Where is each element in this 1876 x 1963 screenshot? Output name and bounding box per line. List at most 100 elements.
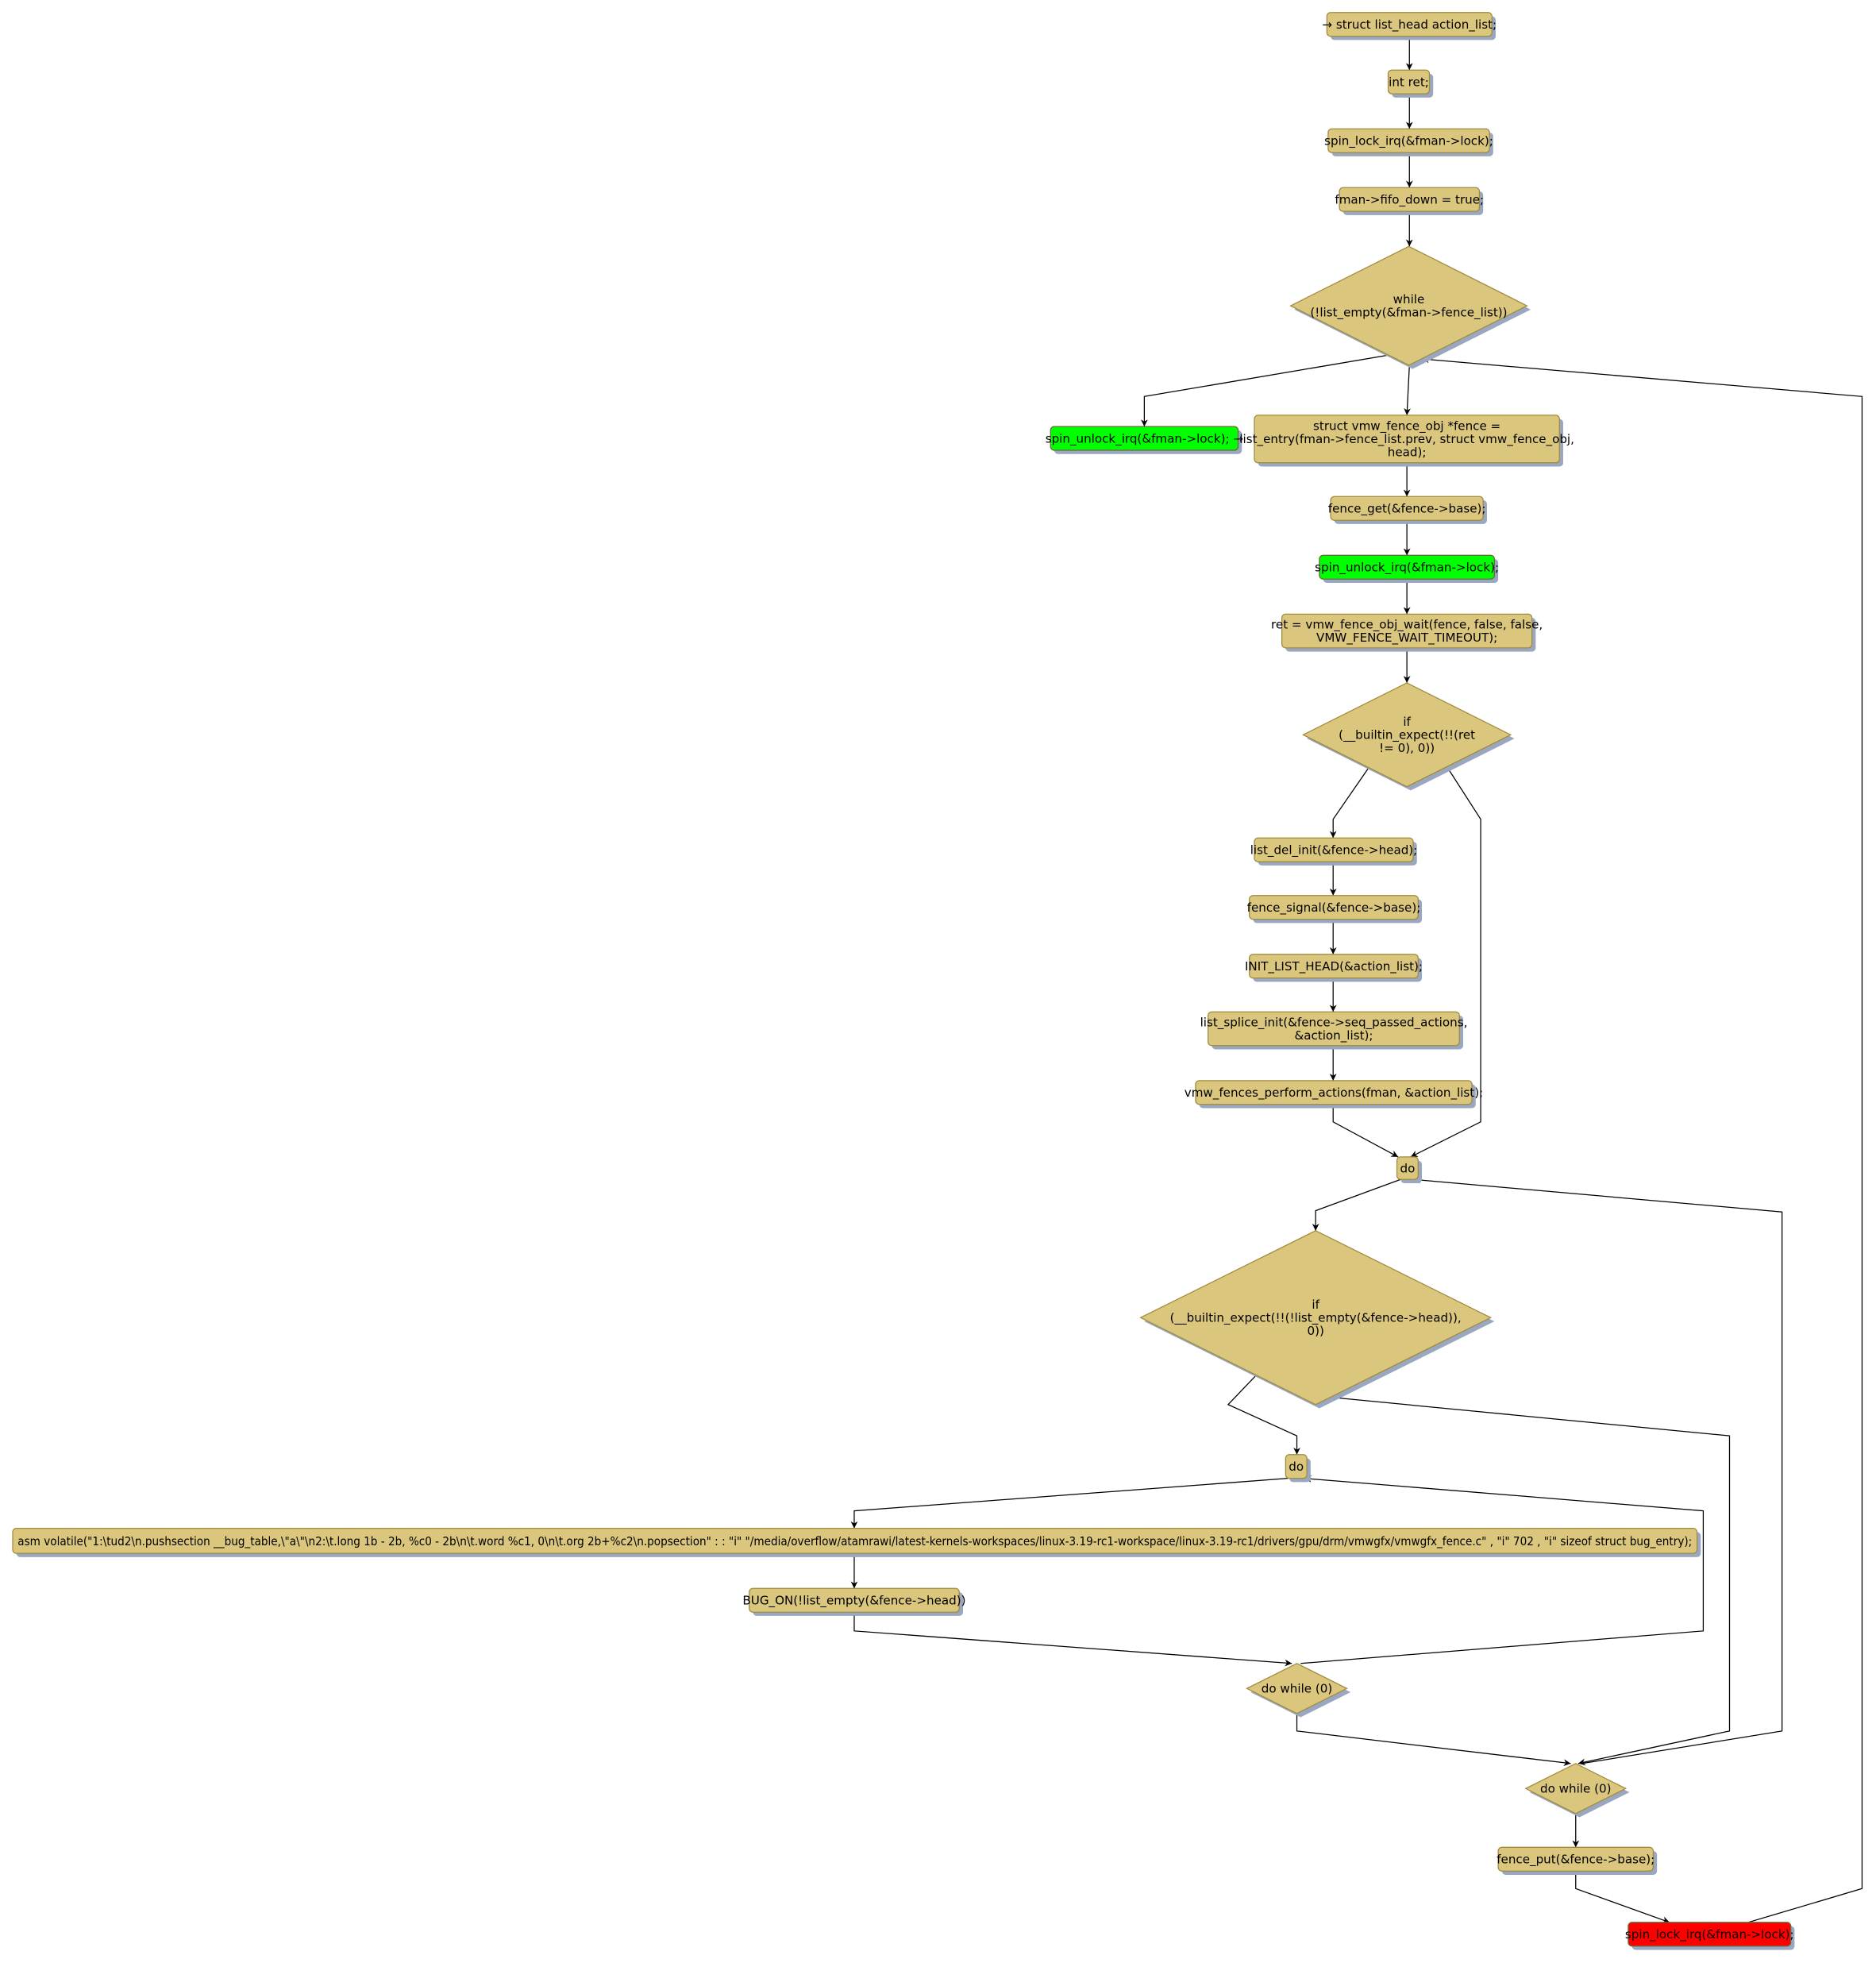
node-shape — [1339, 187, 1481, 212]
node-shape — [1330, 496, 1484, 521]
statement-node[interactable]: asm volatile("1:\tud2\n.pushsection __bu… — [12, 1528, 1701, 1557]
flow-edge — [1140, 354, 1389, 427]
statement-node[interactable]: do — [1285, 1454, 1311, 1483]
node-shape — [749, 1587, 960, 1613]
node-label: (!list_empty(&fman->fence_list)) — [1310, 306, 1507, 321]
statement-node[interactable]: fence_put(&fence->base); — [1497, 1846, 1658, 1875]
statement-node[interactable]: fence_signal(&fence->base); — [1247, 895, 1423, 924]
statement-node[interactable]: list_splice_init(&fence->seq_passed_acti… — [1200, 1011, 1468, 1050]
flow-edge — [1312, 1178, 1401, 1231]
node-label: 0)) — [1307, 1324, 1323, 1338]
node-label: if — [1312, 1298, 1319, 1312]
node-shape — [1249, 954, 1419, 979]
node-label: list_del_init(&fence->head); — [1250, 843, 1418, 858]
statement-node[interactable]: do — [1396, 1156, 1423, 1183]
node-label: if — [1403, 715, 1411, 729]
node-shape — [1254, 837, 1414, 862]
statement-node[interactable]: ret = vmw_fence_obj_wait(fence, false, f… — [1271, 613, 1543, 652]
node-label: do — [1289, 1460, 1304, 1474]
node-label: fence_signal(&fence->base); — [1247, 901, 1421, 916]
node-label: do while (0) — [1540, 1782, 1611, 1796]
node-label: spin_unlock_irq(&fman->lock); — [1315, 561, 1499, 576]
statement-node[interactable]: INIT_LIST_HEAD(&action_list); — [1245, 954, 1423, 982]
statement-node[interactable]: fman->fifo_down = true; — [1335, 187, 1484, 215]
node-label: (__builtin_expect(!!(ret — [1339, 728, 1475, 743]
node-shape — [1327, 128, 1490, 153]
node-shape — [1628, 1922, 1792, 1947]
statement-node[interactable]: spin_lock_irq(&fman->lock); — [1324, 128, 1493, 156]
node-label: list_entry(fman->fence_list.prev, struct… — [1239, 432, 1574, 447]
node-label: do — [1400, 1161, 1415, 1175]
node-label: != 0), 0)) — [1379, 741, 1435, 755]
node-label: fence_get(&fence->base); — [1328, 502, 1486, 517]
node-label: fman->fifo_down = true; — [1335, 193, 1484, 208]
node-label: do while (0) — [1262, 1682, 1332, 1696]
node-label: spin_lock_irq(&fman->lock); — [1324, 134, 1493, 149]
node-label: BUG_ON(!list_empty(&fence->head)) — [742, 1594, 965, 1609]
node-label: int ret; — [1389, 75, 1429, 90]
node-shape — [1254, 415, 1560, 464]
node-shape — [1249, 895, 1419, 920]
statement-node[interactable]: int ret; — [1387, 69, 1434, 98]
node-label: ret = vmw_fence_obj_wait(fence, false, f… — [1271, 618, 1543, 633]
node-label: spin_lock_irq(&fman->lock); — [1625, 1927, 1794, 1942]
node-label: spin_unlock_irq(&fman->lock); → — [1046, 431, 1243, 446]
statement-node[interactable]: BUG_ON(!list_empty(&fence->head)) — [742, 1587, 966, 1616]
node-label: list_splice_init(&fence->seq_passed_acti… — [1200, 1016, 1468, 1031]
node-shape — [12, 1528, 1698, 1554]
statement-node[interactable]: → struct list_head action_list; — [1322, 12, 1497, 40]
statement-node[interactable]: fence_get(&fence->base); — [1328, 496, 1487, 524]
node-label: fence_put(&fence->base); — [1497, 1853, 1655, 1868]
node-shape — [1524, 1763, 1628, 1815]
node-shape — [1208, 1011, 1460, 1047]
flow-edge — [1296, 1713, 1571, 1767]
decision-node[interactable]: if(__builtin_expect(!!(!list_empty(&fenc… — [1139, 1230, 1495, 1409]
flow-edge — [850, 1478, 1289, 1529]
statement-node[interactable]: vmw_fences_perform_actions(fman, &action… — [1185, 1080, 1483, 1109]
node-label: VMW_FENCE_WAIT_TIMEOUT); — [1316, 631, 1497, 646]
node-shape — [1195, 1080, 1473, 1105]
unlock-node[interactable]: spin_unlock_irq(&fman->lock); → — [1046, 426, 1243, 454]
decision-node[interactable]: if(__builtin_expect(!!(ret!= 0), 0)) — [1301, 682, 1515, 791]
flow-edge — [1421, 356, 1863, 1923]
flow-edge — [1404, 364, 1411, 415]
node-shape — [1396, 1156, 1419, 1180]
flow-edge — [1332, 1104, 1399, 1158]
node-label: struct vmw_fence_obj *fence = — [1313, 419, 1500, 434]
node-shape — [1497, 1846, 1655, 1872]
node-shape — [1139, 1230, 1493, 1406]
unlock-node[interactable]: spin_unlock_irq(&fman->lock); — [1315, 554, 1499, 583]
nodes: → struct list_head action_list;int ret; s… — [12, 12, 1795, 1950]
node-shape — [1246, 1663, 1348, 1714]
statement-node[interactable]: list_del_init(&fence->head); — [1250, 837, 1418, 866]
decision-node[interactable]: while(!list_empty(&fman->fence_list)) — [1289, 245, 1531, 369]
decision-node[interactable]: do while (0) — [1246, 1663, 1351, 1718]
flow-edge — [1327, 1396, 1731, 1766]
node-label: while — [1393, 292, 1425, 307]
flow-edge — [1575, 1871, 1670, 1923]
node-label: head); — [1388, 445, 1427, 460]
node-label: asm volatile("1:\tud2\n.pushsection __bu… — [17, 1534, 1692, 1549]
node-label: &action_list); — [1294, 1028, 1373, 1043]
node-shape — [1285, 1454, 1308, 1479]
node-shape — [1319, 554, 1496, 580]
node-shape — [1326, 12, 1493, 37]
flow-edge — [1329, 766, 1370, 839]
node-shape — [1281, 613, 1533, 649]
node-label: vmw_fences_perform_actions(fman, &action… — [1185, 1086, 1483, 1101]
flow-edge — [853, 1612, 1292, 1667]
node-shape — [1301, 682, 1512, 788]
flow-edge — [1412, 1176, 1783, 1764]
flow-edge — [1410, 766, 1481, 1158]
node-shape — [1289, 245, 1528, 366]
flow-edge — [1300, 1475, 1705, 1664]
node-shape — [1050, 426, 1239, 451]
statement-node[interactable]: struct vmw_fence_obj *fence =list_entry(… — [1239, 415, 1574, 467]
node-label: (__builtin_expect(!!(!list_empty(&fence-… — [1170, 1311, 1462, 1326]
flow-edge — [1227, 1374, 1300, 1455]
lock-node[interactable]: spin_lock_irq(&fman->lock); — [1625, 1922, 1795, 1950]
node-label: INIT_LIST_HEAD(&action_list); — [1245, 959, 1423, 974]
decision-node[interactable]: do while (0) — [1524, 1763, 1630, 1818]
node-shape — [1387, 69, 1431, 94]
